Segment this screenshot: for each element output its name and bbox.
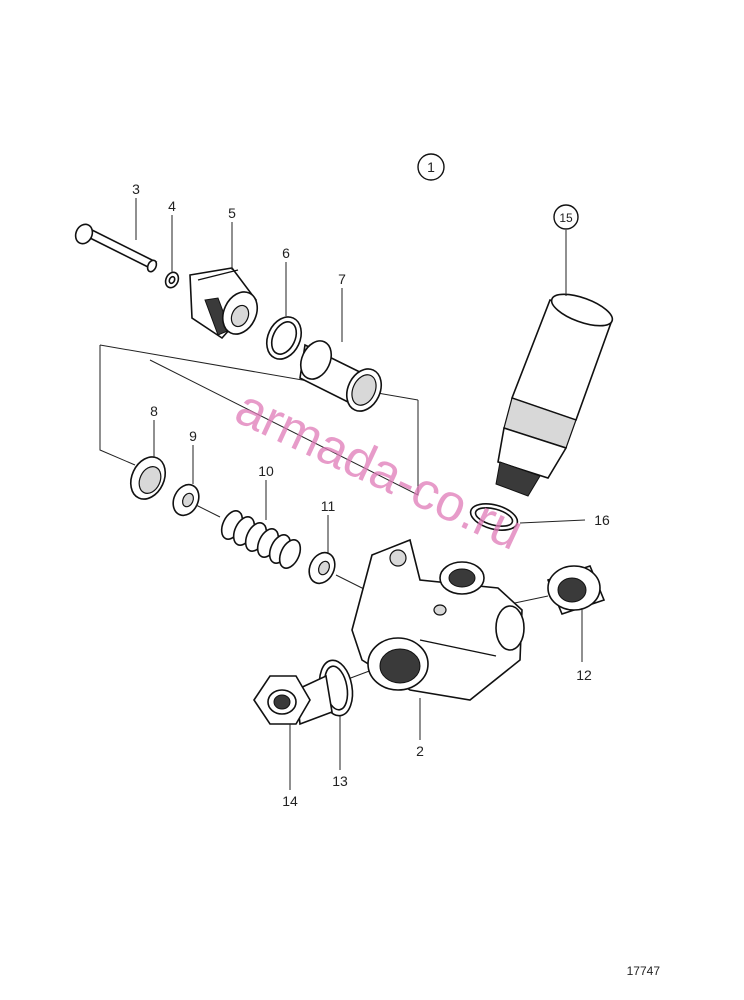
part-15-filter	[495, 293, 614, 497]
part-5-plug	[189, 267, 259, 340]
callout-9: 9	[189, 428, 197, 444]
assembly-ref-label: 1	[427, 159, 435, 175]
assembly-ref-badge: 1	[417, 153, 445, 181]
part-6-oring	[265, 316, 303, 360]
callout-15: 15	[559, 211, 573, 225]
part-14-nut	[253, 674, 333, 726]
callout-3: 3	[132, 181, 140, 197]
part-10-spring	[220, 510, 302, 569]
part-12-plug	[546, 565, 606, 615]
callout-6: 6	[282, 245, 290, 261]
callout-7: 7	[338, 271, 346, 287]
callout-5: 5	[228, 205, 236, 221]
callout-15-badge: 15	[553, 204, 579, 230]
leader-lines	[135, 198, 586, 790]
part-3-pin	[74, 223, 158, 273]
part-7-sleeve	[299, 340, 383, 412]
callout-16: 16	[594, 512, 610, 528]
part-4-washer	[164, 271, 180, 289]
drawing-number: 17747	[627, 964, 661, 978]
callout-labels: 3 4 5 6 7 8 9 10 11 12 13 14 15 16 2	[132, 181, 610, 809]
callout-8: 8	[150, 403, 158, 419]
callout-2: 2	[416, 743, 424, 759]
callout-14: 14	[282, 793, 298, 809]
part-11-washer	[308, 551, 336, 585]
callout-13: 13	[332, 773, 348, 789]
part-8-ring	[129, 456, 167, 500]
callout-10: 10	[258, 463, 274, 479]
callout-12: 12	[576, 667, 592, 683]
callout-4: 4	[168, 198, 176, 214]
part-9-disc	[172, 483, 200, 517]
callout-11: 11	[321, 498, 336, 514]
part-2-housing	[351, 538, 525, 701]
part-16-oring	[469, 503, 519, 531]
